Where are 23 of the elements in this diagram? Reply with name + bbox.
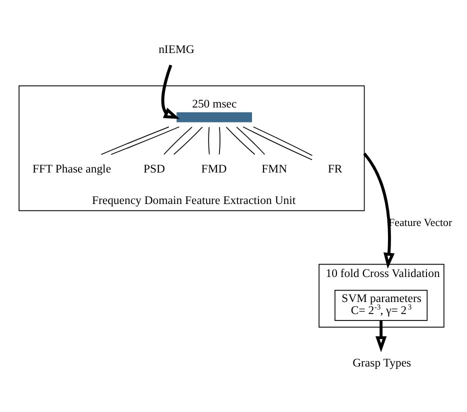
node-label: 250 msec (192, 96, 236, 110)
connector (242, 126, 312, 160)
connector (100, 126, 169, 154)
arrow (160, 64, 180, 118)
connector (172, 126, 202, 154)
node-bar (176, 112, 252, 122)
connector (236, 126, 265, 154)
node-text: nIEMG (158, 42, 194, 56)
connector (252, 126, 312, 156)
node-text: FMD (200, 162, 226, 176)
connector (225, 126, 255, 154)
arrow (374, 320, 386, 352)
node-box: SVM parameters C= 2$^{-3}$, γ= 2$^{3}$ (334, 289, 428, 320)
node-text: Grasp Types (352, 356, 411, 369)
connector (208, 126, 210, 154)
connector (110, 126, 180, 154)
arrow (362, 152, 394, 268)
connector (218, 126, 220, 154)
node-text: FFT Phase angle (32, 162, 111, 176)
node-text: FMN (261, 162, 287, 176)
node-text: FR (327, 162, 342, 176)
connector (163, 126, 192, 154)
node-text: PSD (142, 162, 164, 176)
